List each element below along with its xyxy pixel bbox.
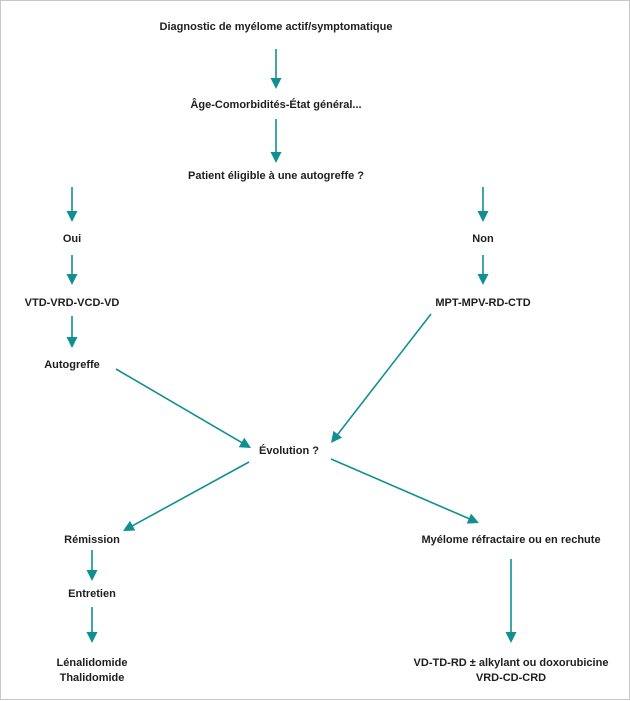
arrow-evolution-to-refractaire — [330, 458, 479, 524]
arrow-vtd-to-autogreffe — [66, 316, 78, 348]
node-remission: Rémission — [64, 534, 120, 546]
node-oui: Oui — [62, 233, 82, 245]
arrow-oui-to-vtd — [66, 255, 78, 285]
lenalidomide-label: Lénalidomide — [56, 657, 128, 669]
arrow-autogreffe-to-evolution — [115, 368, 251, 448]
arrow-eligible-to-oui — [66, 187, 78, 222]
node-vtd-vrd-vcd-vd: VTD-VRD-VCD-VD — [24, 297, 120, 309]
vrd-cd-crd-label: VRD-CD-CRD — [475, 672, 547, 684]
node-entretien: Entretien — [68, 588, 116, 600]
node-mpt-mpv-rd-ctd: MPT-MPV-RD-CTD — [435, 297, 531, 309]
arrow-refractaire-to-regimens — [505, 559, 517, 643]
node-evolution: Évolution ? — [259, 445, 319, 457]
arrow-entretien-to-drugs — [86, 607, 98, 643]
arrow-diagnostic-to-age — [270, 49, 282, 89]
node-myelome-refractaire: Myélome réfractaire ou en rechute — [421, 534, 601, 546]
arrow-evolution-to-remission — [123, 461, 250, 531]
node-patient-eligible: Patient éligible à une autogreffe ? — [187, 170, 365, 182]
arrow-eligible-to-non — [477, 187, 489, 222]
node-relapse-regimens: VD-TD-RD ± alkylant ou doxorubicine VRD-… — [414, 656, 609, 686]
arrow-mpt-to-evolution — [331, 313, 432, 443]
arrow-non-to-mpt — [477, 255, 489, 285]
node-diagnostic: Diagnostic de myélome actif/symptomatiqu… — [159, 21, 393, 33]
arrow-age-to-eligible — [270, 119, 282, 163]
node-non: Non — [472, 233, 494, 245]
thalidomide-label: Thalidomide — [59, 672, 125, 684]
arrow-remission-to-entretien — [86, 550, 98, 581]
vd-td-rd-label: VD-TD-RD ± alkylant ou doxorubicine — [413, 657, 609, 669]
node-autogreffe: Autogreffe — [44, 359, 100, 371]
node-maintenance-drugs: Lénalidomide Thalidomide — [57, 656, 128, 686]
node-age-comorbidites: Âge-Comorbidités-État général... — [190, 99, 362, 111]
